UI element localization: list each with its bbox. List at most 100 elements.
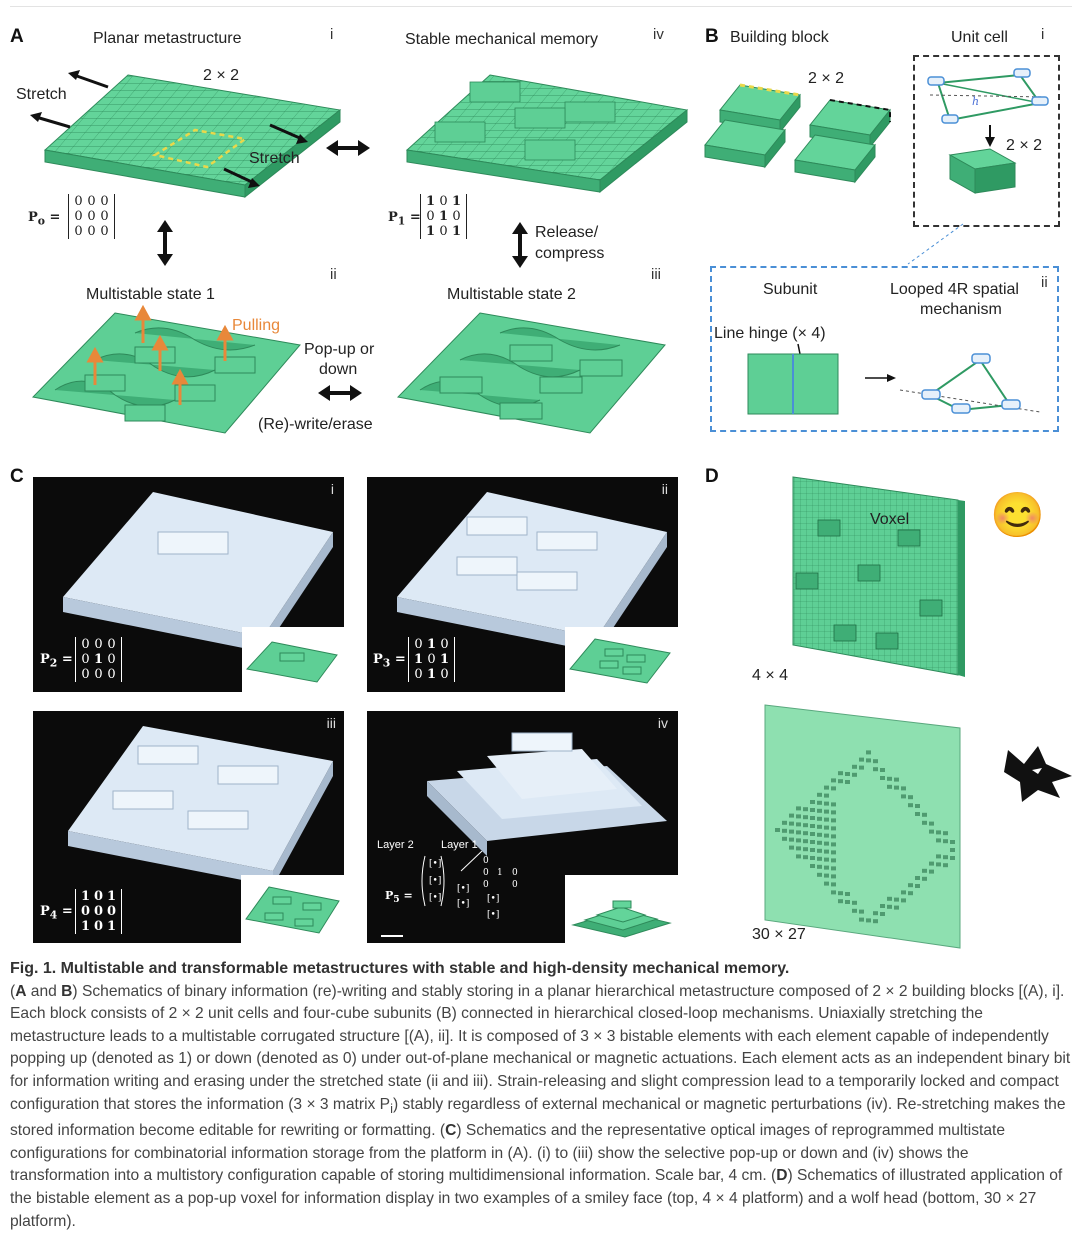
inset-c-i (242, 627, 344, 692)
wolf-voxel (915, 876, 920, 880)
p3-label: P3 = (373, 652, 406, 670)
wolf-voxel (908, 803, 913, 808)
matrix-cell: 1 (106, 889, 117, 904)
wolf-voxel (817, 856, 822, 861)
svg-text:[•]: [•] (457, 884, 469, 894)
inset-c-ii (565, 627, 678, 692)
layer1-label: Layer 1 (441, 839, 478, 851)
mechanism-label-2: mechanism (920, 301, 1002, 318)
matrix-cell: 0 (100, 194, 109, 209)
wolf-voxel (936, 862, 941, 867)
panel-a-title-left: Planar metastructure (93, 30, 242, 47)
wolf-voxel (817, 848, 822, 853)
wolf-voxel (789, 813, 794, 818)
matrix-cell: 1 (438, 209, 449, 224)
release-label: Release/ (535, 224, 599, 241)
pulling-label: Pulling (232, 317, 281, 334)
matrix-cell: 0 (426, 209, 435, 224)
matrix-cell: 0 (427, 652, 436, 667)
wolf-voxel (901, 786, 906, 791)
caption-fig-number: Fig. 1. (10, 960, 57, 977)
wolf-voxel (838, 771, 843, 776)
panel-b-grid-label: 2 × 2 (808, 70, 845, 87)
matrix-cell: 0 (81, 667, 90, 682)
building-block-illustration (704, 83, 891, 184)
wolf-voxel (810, 800, 815, 804)
wolf-voxel (901, 890, 906, 895)
wolf-voxel (817, 864, 822, 869)
wolf-voxel (908, 795, 913, 800)
matrix-cell: 1 (426, 637, 437, 652)
double-arrow-popup (318, 385, 362, 401)
wolf-voxel (929, 869, 934, 874)
matrix-cell: 0 (452, 209, 461, 224)
wolf-voxel (803, 807, 808, 812)
matrix-cell: 0 (74, 224, 83, 239)
wolf-voxel (894, 777, 899, 782)
svg-text:0: 0 (512, 868, 518, 878)
matrix-cell: 0 (80, 904, 91, 919)
wolf-voxel (824, 857, 829, 862)
wolf-voxel (831, 842, 836, 847)
wolf-voxel (838, 891, 843, 896)
wolf-voxel (943, 839, 948, 844)
wolf-voxel (796, 814, 801, 819)
matrix-cell: 1 (426, 667, 437, 682)
wolf-voxel (831, 818, 836, 823)
state2-label: Multistable state 2 (447, 286, 576, 303)
matrix-cell: 1 (106, 919, 117, 934)
wolf-voxel (817, 792, 822, 797)
top-divider (10, 6, 1072, 7)
p0-label: Po = (28, 210, 61, 228)
wolf-voxel (950, 856, 955, 860)
matrix-cell: 0 (93, 889, 104, 904)
caption-text-1: ) Schematics of binary information (re)-… (10, 982, 1071, 1113)
svg-text:[•]: [•] (429, 876, 441, 886)
wolf-voxel (873, 767, 878, 772)
wolf-voxel (831, 850, 836, 855)
photo-c-iii-roman: iii (326, 715, 336, 731)
layer2-label: Layer 2 (377, 839, 414, 851)
wolf-voxel (859, 765, 864, 770)
wolf-voxel (803, 847, 808, 852)
wolf-voxel (824, 865, 829, 870)
wolf-voxel (810, 824, 815, 828)
panel-d-letter: D (705, 466, 719, 487)
wolf-voxel (831, 866, 836, 871)
photo-c-i: i (33, 477, 344, 692)
wolf-voxel (831, 874, 836, 879)
p4-label: P4 = (40, 904, 73, 922)
matrix-cell: 0 (107, 667, 116, 682)
p1-label: P1 = (388, 210, 421, 228)
wolf-voxel (796, 838, 801, 843)
matrix-cell: 0 (93, 919, 104, 934)
wolf-voxel (894, 905, 899, 910)
stretch-arrow-1 (73, 73, 109, 89)
wolf-voxel (817, 816, 822, 821)
matrix-cell: 0 (439, 194, 448, 209)
wolf-voxel (901, 794, 906, 799)
wolf-voxel (859, 917, 864, 922)
wolf-voxel (887, 896, 892, 901)
double-arrow-vertical-left (157, 220, 173, 266)
matrix-cell: 0 (106, 904, 117, 919)
wolf-voxel (817, 832, 822, 837)
matrix-cell: 1 (451, 194, 462, 209)
svg-text:1: 1 (497, 868, 503, 878)
wolf-voxel (859, 909, 864, 914)
wolf-voxel (824, 873, 829, 878)
wolf-voxel (908, 891, 913, 896)
compress-label: compress (535, 245, 605, 262)
wolf-voxel (803, 831, 808, 836)
line-hinge-label: Line hinge (× 4) (714, 325, 826, 342)
inset-c-iv (565, 875, 678, 943)
photo-c-iv: iv Layer 2 Layer 1 P5 = [•][•][•][•][•][… (367, 711, 678, 943)
caption-title: Multistable and transformable metastruct… (60, 960, 790, 977)
wolf-voxel (852, 900, 857, 905)
panel-b-title: Building block (730, 29, 829, 46)
svg-text:0: 0 (483, 856, 489, 866)
smiley-face-icon: 😊 (990, 491, 1045, 540)
